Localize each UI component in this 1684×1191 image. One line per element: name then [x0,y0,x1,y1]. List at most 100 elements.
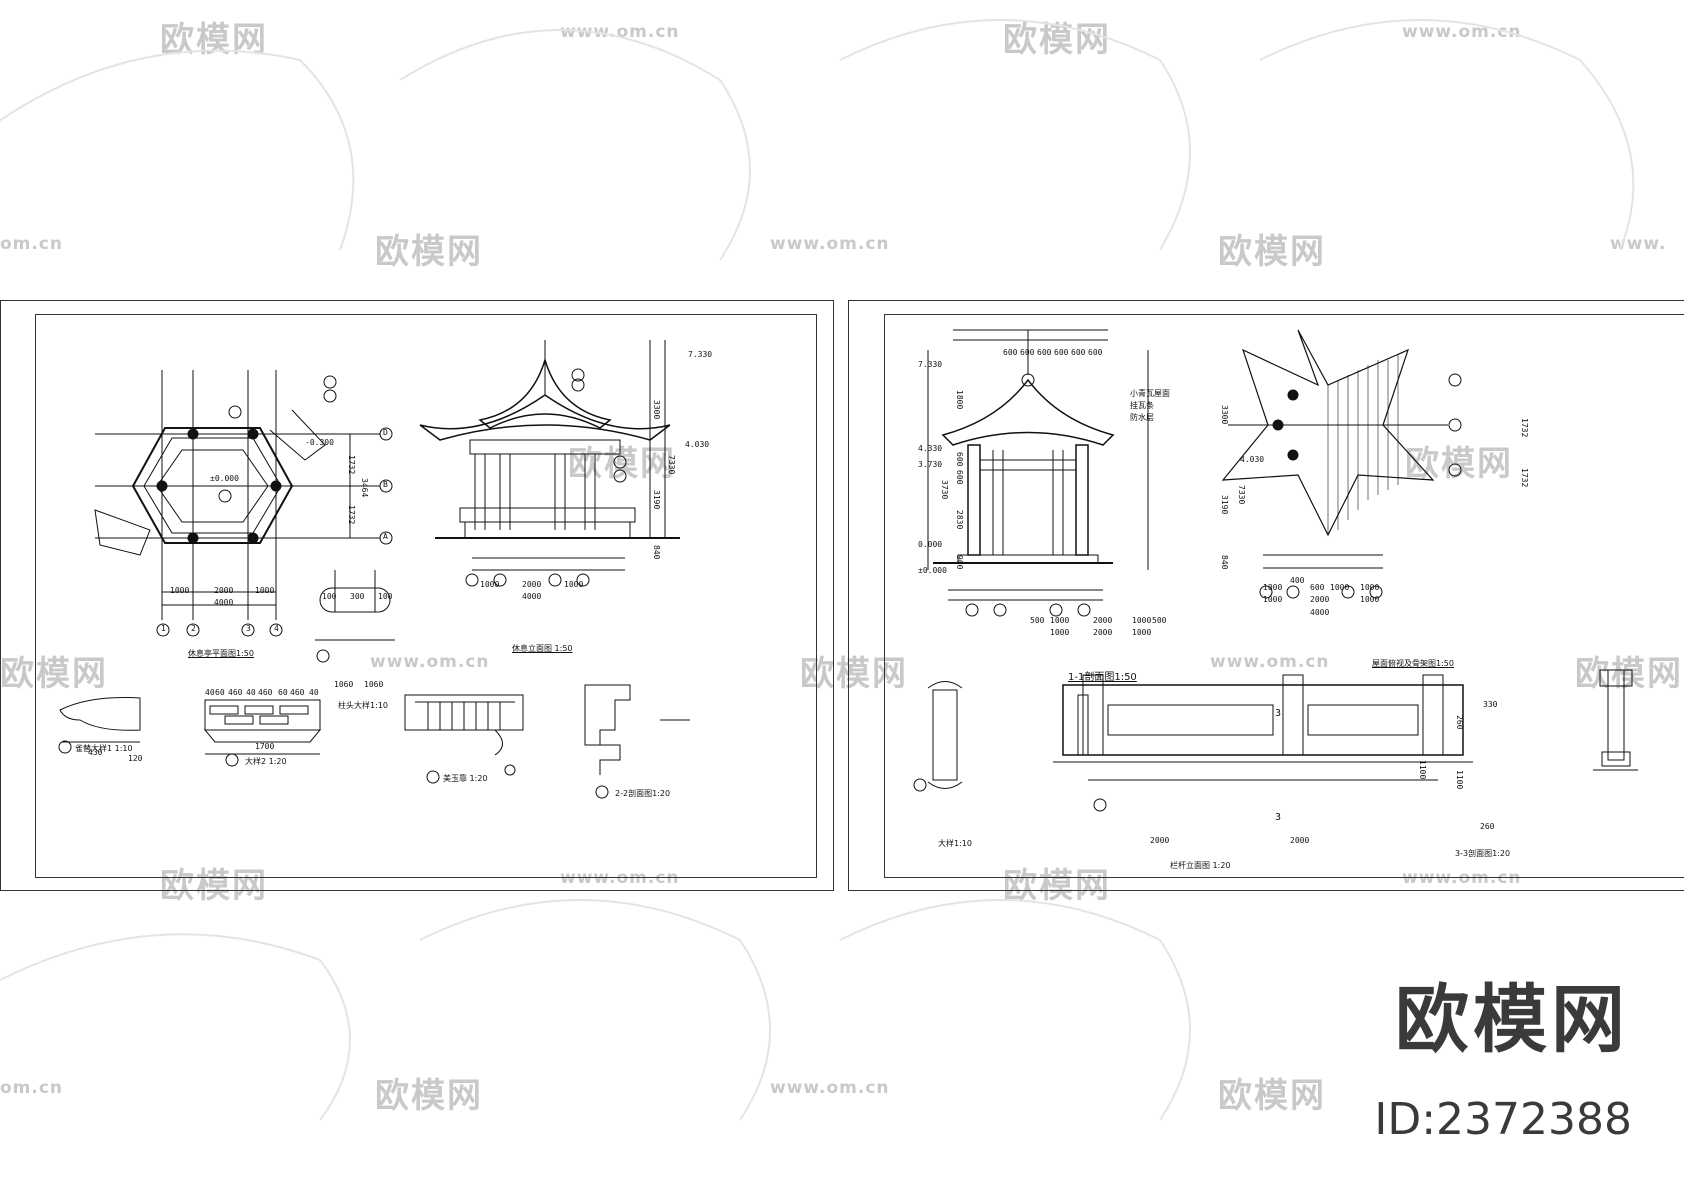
elevation-dim: 2000 [522,580,542,589]
axis-number: 1 [161,624,166,633]
plan-title: 休息亭平面图1:50 [188,649,254,658]
elevation-roof-lower [419,394,671,441]
watermark-logo: 欧模网 [375,1076,483,1116]
roof-dim: 4000 [1310,608,1330,617]
section-dim-v: 840 [1220,555,1229,570]
railing-dim: 2000 [1290,836,1310,845]
detail1-dim: 120 [128,754,143,763]
elevation-dim: 1000 [480,580,500,589]
roof-dim-v: 1732 [1520,418,1529,438]
detail2-dim: 40 [309,688,319,697]
roof-dim: 1000 [1263,583,1283,592]
watermark-logo: 欧模网 [1003,866,1111,906]
watermark-logo: 欧模网 [1218,232,1326,272]
section-level: ±0.000 [918,566,947,575]
section-dim-v: 7330 [1237,485,1246,505]
section-mark: 3 [1275,708,1282,719]
elevation-dim: 4000 [522,592,542,601]
section-bottom-dim: 2000 [1093,616,1113,625]
section-level: 4.030 [1240,455,1265,464]
roof-dim: 1000 [1360,583,1380,592]
detail4-dim: 1060 [334,680,354,689]
roof-dim: 600 [1310,583,1325,592]
watermark-url: www.om.cn [1402,868,1522,888]
section-dim-v: 3300 [1220,405,1229,425]
axis-letter: A [383,532,388,541]
detail2-dim: 460 [228,688,243,697]
elevation-dim-v: 3190 [652,490,661,510]
elevation-dim: 1000 [564,580,584,589]
detail2-dim: 460 [290,688,305,697]
left-sheet-drawings [58,340,690,799]
section-bottom-dim: 500 [1152,616,1167,625]
section33-dim: 330 [1483,700,1498,709]
elevation-dim-v: 3300 [652,400,661,420]
section33-title: 3-3剖面图1:20 [1455,849,1511,858]
section-level: 0.000 [918,540,943,549]
railing-dim: 1100 [1418,760,1427,780]
plan-dim: 2000 [214,586,234,595]
section-top-dim: 600 [1088,348,1103,357]
section-bottom-dim: 1000 [1050,616,1070,625]
section-dim-v: 1800 [955,390,964,410]
detail1-title-right: 大样1:10 [938,839,972,848]
axis-number: 4 [274,624,279,633]
plan-dim: 1000 [255,586,275,595]
plan-dim: 1000 [170,586,190,595]
detail2-title: 大样2 1:20 [245,757,287,766]
plan-dim-v: 1732 [347,455,356,475]
elevation-level: 4.030 [685,440,710,449]
elevation-dim-v: 7330 [667,455,676,475]
watermark-url: www.om.cn [560,868,680,888]
plan-dim: 4000 [214,598,234,607]
section-note: 防水层 [1130,413,1154,422]
watermark-url: www.om.cn [370,652,490,672]
detail2-dim: 460 [258,688,273,697]
section-mark: 3 [1275,812,1282,823]
section-bottom-dim: 1000 [1132,616,1152,625]
watermark-logo: 欧模网 [1405,444,1513,484]
detail4-dim: 100 [322,592,337,601]
detail2-dim: 60 [215,688,225,697]
brand-logo-text: 欧模网 [1395,977,1629,1063]
watermark-logo: 欧模网 [1218,1076,1326,1116]
watermark-url: www.om.cn [770,1078,890,1098]
watermark-url: www.om.cn [1210,652,1330,672]
plan-level: -0.300 [305,438,334,447]
detail4-dim: 1060 [364,680,384,689]
section-top-dim: 600 [1037,348,1052,357]
drawing-border-right [884,314,1684,878]
section22-title: 2-2剖面图1:20 [615,789,671,798]
axis-number: 2 [191,624,196,633]
detail2-dim: 1700 [255,742,275,751]
drawing-sheet-right [848,300,1684,891]
roof-dim: 1000 [1360,595,1380,604]
section-bottom-dim: 500 [1030,616,1045,625]
section33-dim: 260 [1455,715,1464,730]
roof-dim: 1000 [1330,583,1350,592]
axis-letter: D [383,428,388,437]
axis-letter: B [383,480,388,489]
plan-dim-v: 3464 [360,478,369,498]
section-level: 4.330 [918,444,943,453]
watermark-logo: 欧模网 [1003,20,1111,60]
axis-number: 3 [246,624,251,633]
watermark-url: om.cn [0,234,64,254]
watermark-url: www.om.cn [560,22,680,42]
railing-panel [1062,684,1464,756]
section-dim-v: 600 [955,470,964,485]
drawing-border-left [35,314,817,878]
brand-id: ID:2372388 [1374,1094,1632,1145]
plan-level: ±0.000 [210,474,239,483]
watermark-logo: 欧模网 [800,654,908,694]
section-top-dim: 600 [1003,348,1018,357]
detail1-dim: 430 [88,748,103,757]
detail3-title: 美玉靠 1:20 [443,774,488,783]
detail2-dim: 40 [246,688,256,697]
detail1-title: 雀替大样1 1:10 [75,744,133,753]
watermark-logo: 欧模网 [375,232,483,272]
section-dim-v: 3730 [940,480,949,500]
watermark-url: www.om.cn [770,234,890,254]
section-bottom-dim: 2000 [1093,628,1113,637]
